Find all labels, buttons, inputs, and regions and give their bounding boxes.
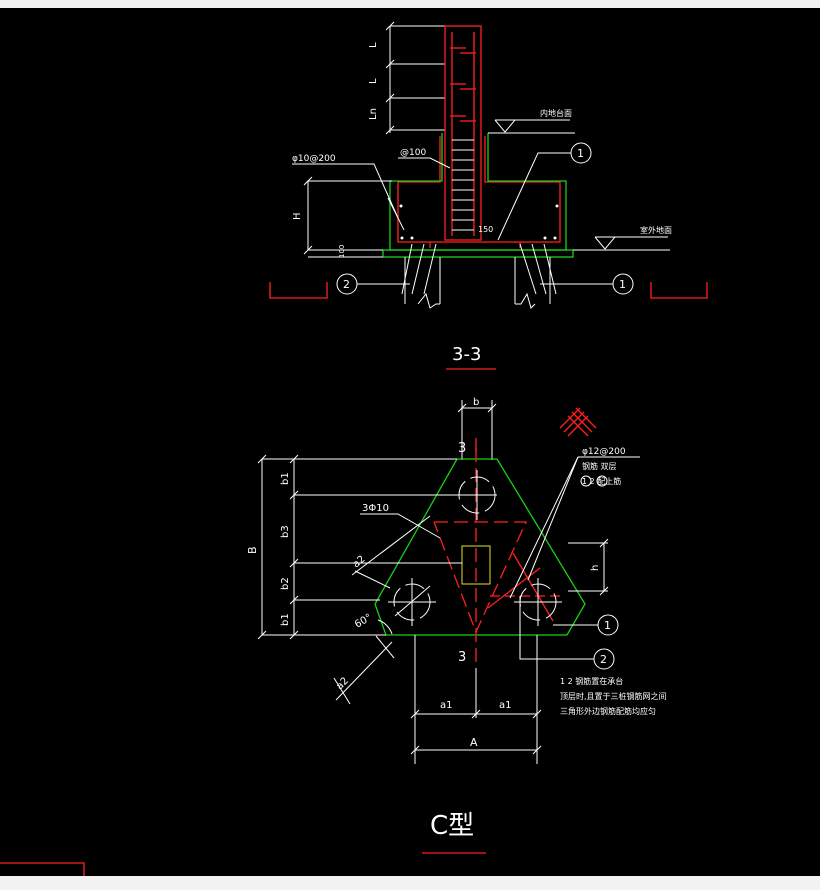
pile-right xyxy=(514,578,562,626)
plan-title: C型 xyxy=(430,811,474,841)
hatch-symbol xyxy=(559,407,597,437)
section-3-3: L L Ln xyxy=(269,21,708,370)
note-phi10-200: φ10@200 xyxy=(292,154,336,164)
dim-h: h xyxy=(590,565,601,571)
svg-text:1: 1 xyxy=(604,619,611,632)
column-stirrups xyxy=(452,139,474,231)
note-line-3: 1 2 配上筋 xyxy=(582,476,621,486)
note-outdoor: 室外地面 xyxy=(640,225,672,235)
note-indoor: 内地台面 xyxy=(540,108,572,118)
bottom-note-3: 三角形外边钢筋配筋均应匀 xyxy=(560,706,656,716)
dim-A: A xyxy=(470,736,478,749)
dim-top-3: Ln xyxy=(368,108,379,120)
dim-b3: b3 xyxy=(280,525,291,538)
note-phi12-200: φ12@200 xyxy=(582,447,626,457)
bottom-note-2: 顶层时,且置于三桩钢筋网之间 xyxy=(560,691,667,701)
section-title: 3-3 xyxy=(452,344,481,365)
cad-canvas[interactable]: L L Ln xyxy=(0,8,820,876)
dim-B: B xyxy=(246,546,259,554)
drawing-svg: L L Ln xyxy=(0,21,708,876)
note-3phi10: 3Φ10 xyxy=(362,503,389,514)
dim-b2: b2 xyxy=(280,577,291,590)
dim-b1-top: b1 xyxy=(280,472,291,485)
dim-a2-top: a2 xyxy=(351,554,368,570)
dim-b1-bottom: b1 xyxy=(280,613,291,626)
section-mark-bottom: 3 xyxy=(458,650,466,665)
svg-text:2: 2 xyxy=(343,278,350,291)
dim-top-1: L xyxy=(368,42,379,48)
dim-base: 100 xyxy=(338,245,346,258)
dim-height: H xyxy=(292,212,303,220)
edge-bracket xyxy=(0,862,85,876)
c-type-plan: b 3 3 xyxy=(246,397,667,854)
dim-top-2: L xyxy=(368,78,379,84)
bottom-note-1: 1 2 钢筋置在承台 xyxy=(560,676,623,686)
section-mark-top: 3 xyxy=(458,441,466,456)
svg-text:1: 1 xyxy=(619,278,626,291)
column-rect xyxy=(461,545,491,585)
note-150: 150 xyxy=(478,225,493,234)
dim-a1-left: a1 xyxy=(440,700,453,711)
dim-a2-bottom: a2 xyxy=(334,676,351,693)
angle-60: 60° xyxy=(353,612,374,630)
dim-b: b xyxy=(473,397,479,408)
pile-left xyxy=(388,578,436,626)
svg-text:1: 1 xyxy=(577,147,584,160)
dim-a1-right: a1 xyxy=(499,700,512,711)
note-rebar-100: @100 xyxy=(400,148,426,158)
note-line-2: 钢筋 双层 xyxy=(582,461,617,471)
svg-text:2: 2 xyxy=(600,653,607,666)
